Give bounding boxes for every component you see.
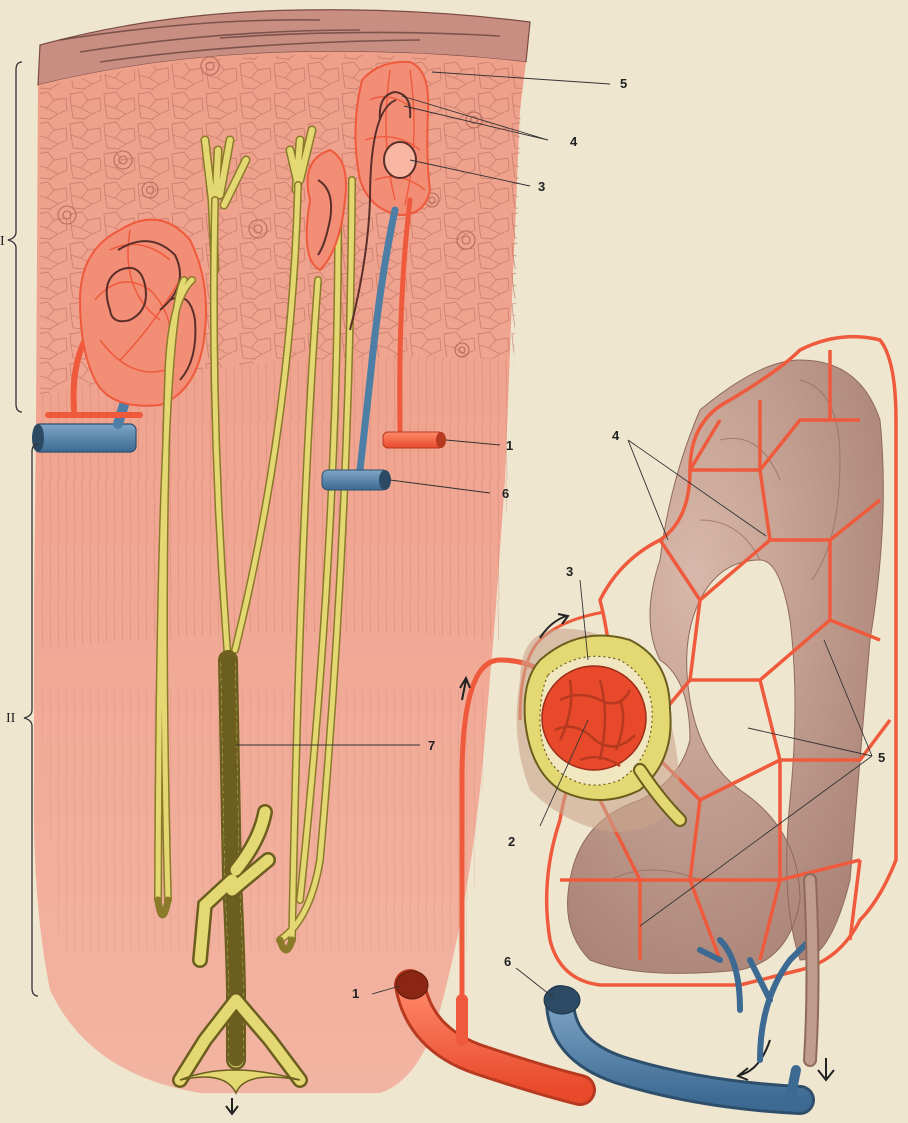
label-left-6: 6 <box>502 486 509 501</box>
label-left-3: 3 <box>538 179 545 194</box>
kidney-section: I II 5 4 3 1 6 7 <box>0 10 627 1114</box>
label-right-5: 5 <box>878 750 885 765</box>
label-left-4: 4 <box>570 134 578 149</box>
renal-corpuscle <box>517 629 680 832</box>
right-vein-segment <box>322 470 391 490</box>
label-right-3: 3 <box>566 564 573 579</box>
label-left-7: 7 <box>428 738 435 753</box>
label-medulla: II <box>6 711 16 726</box>
flow-arrow-lower <box>738 1040 770 1080</box>
label-left-5: 5 <box>620 76 627 91</box>
left-glomerulus-cluster <box>80 220 206 406</box>
label-right-4: 4 <box>612 428 620 443</box>
section-brackets <box>8 62 38 996</box>
glomerulus <box>542 666 646 770</box>
label-left-1: 1 <box>506 438 513 453</box>
label-cortex: I <box>0 234 5 249</box>
outflow-arrow-left <box>226 1098 238 1114</box>
label-right-1: 1 <box>352 986 359 1001</box>
right-artery-segment <box>383 432 446 448</box>
label-right-2: 2 <box>508 834 515 849</box>
outflow-arrow-right <box>818 1058 834 1080</box>
label-right-6: 6 <box>504 954 511 969</box>
